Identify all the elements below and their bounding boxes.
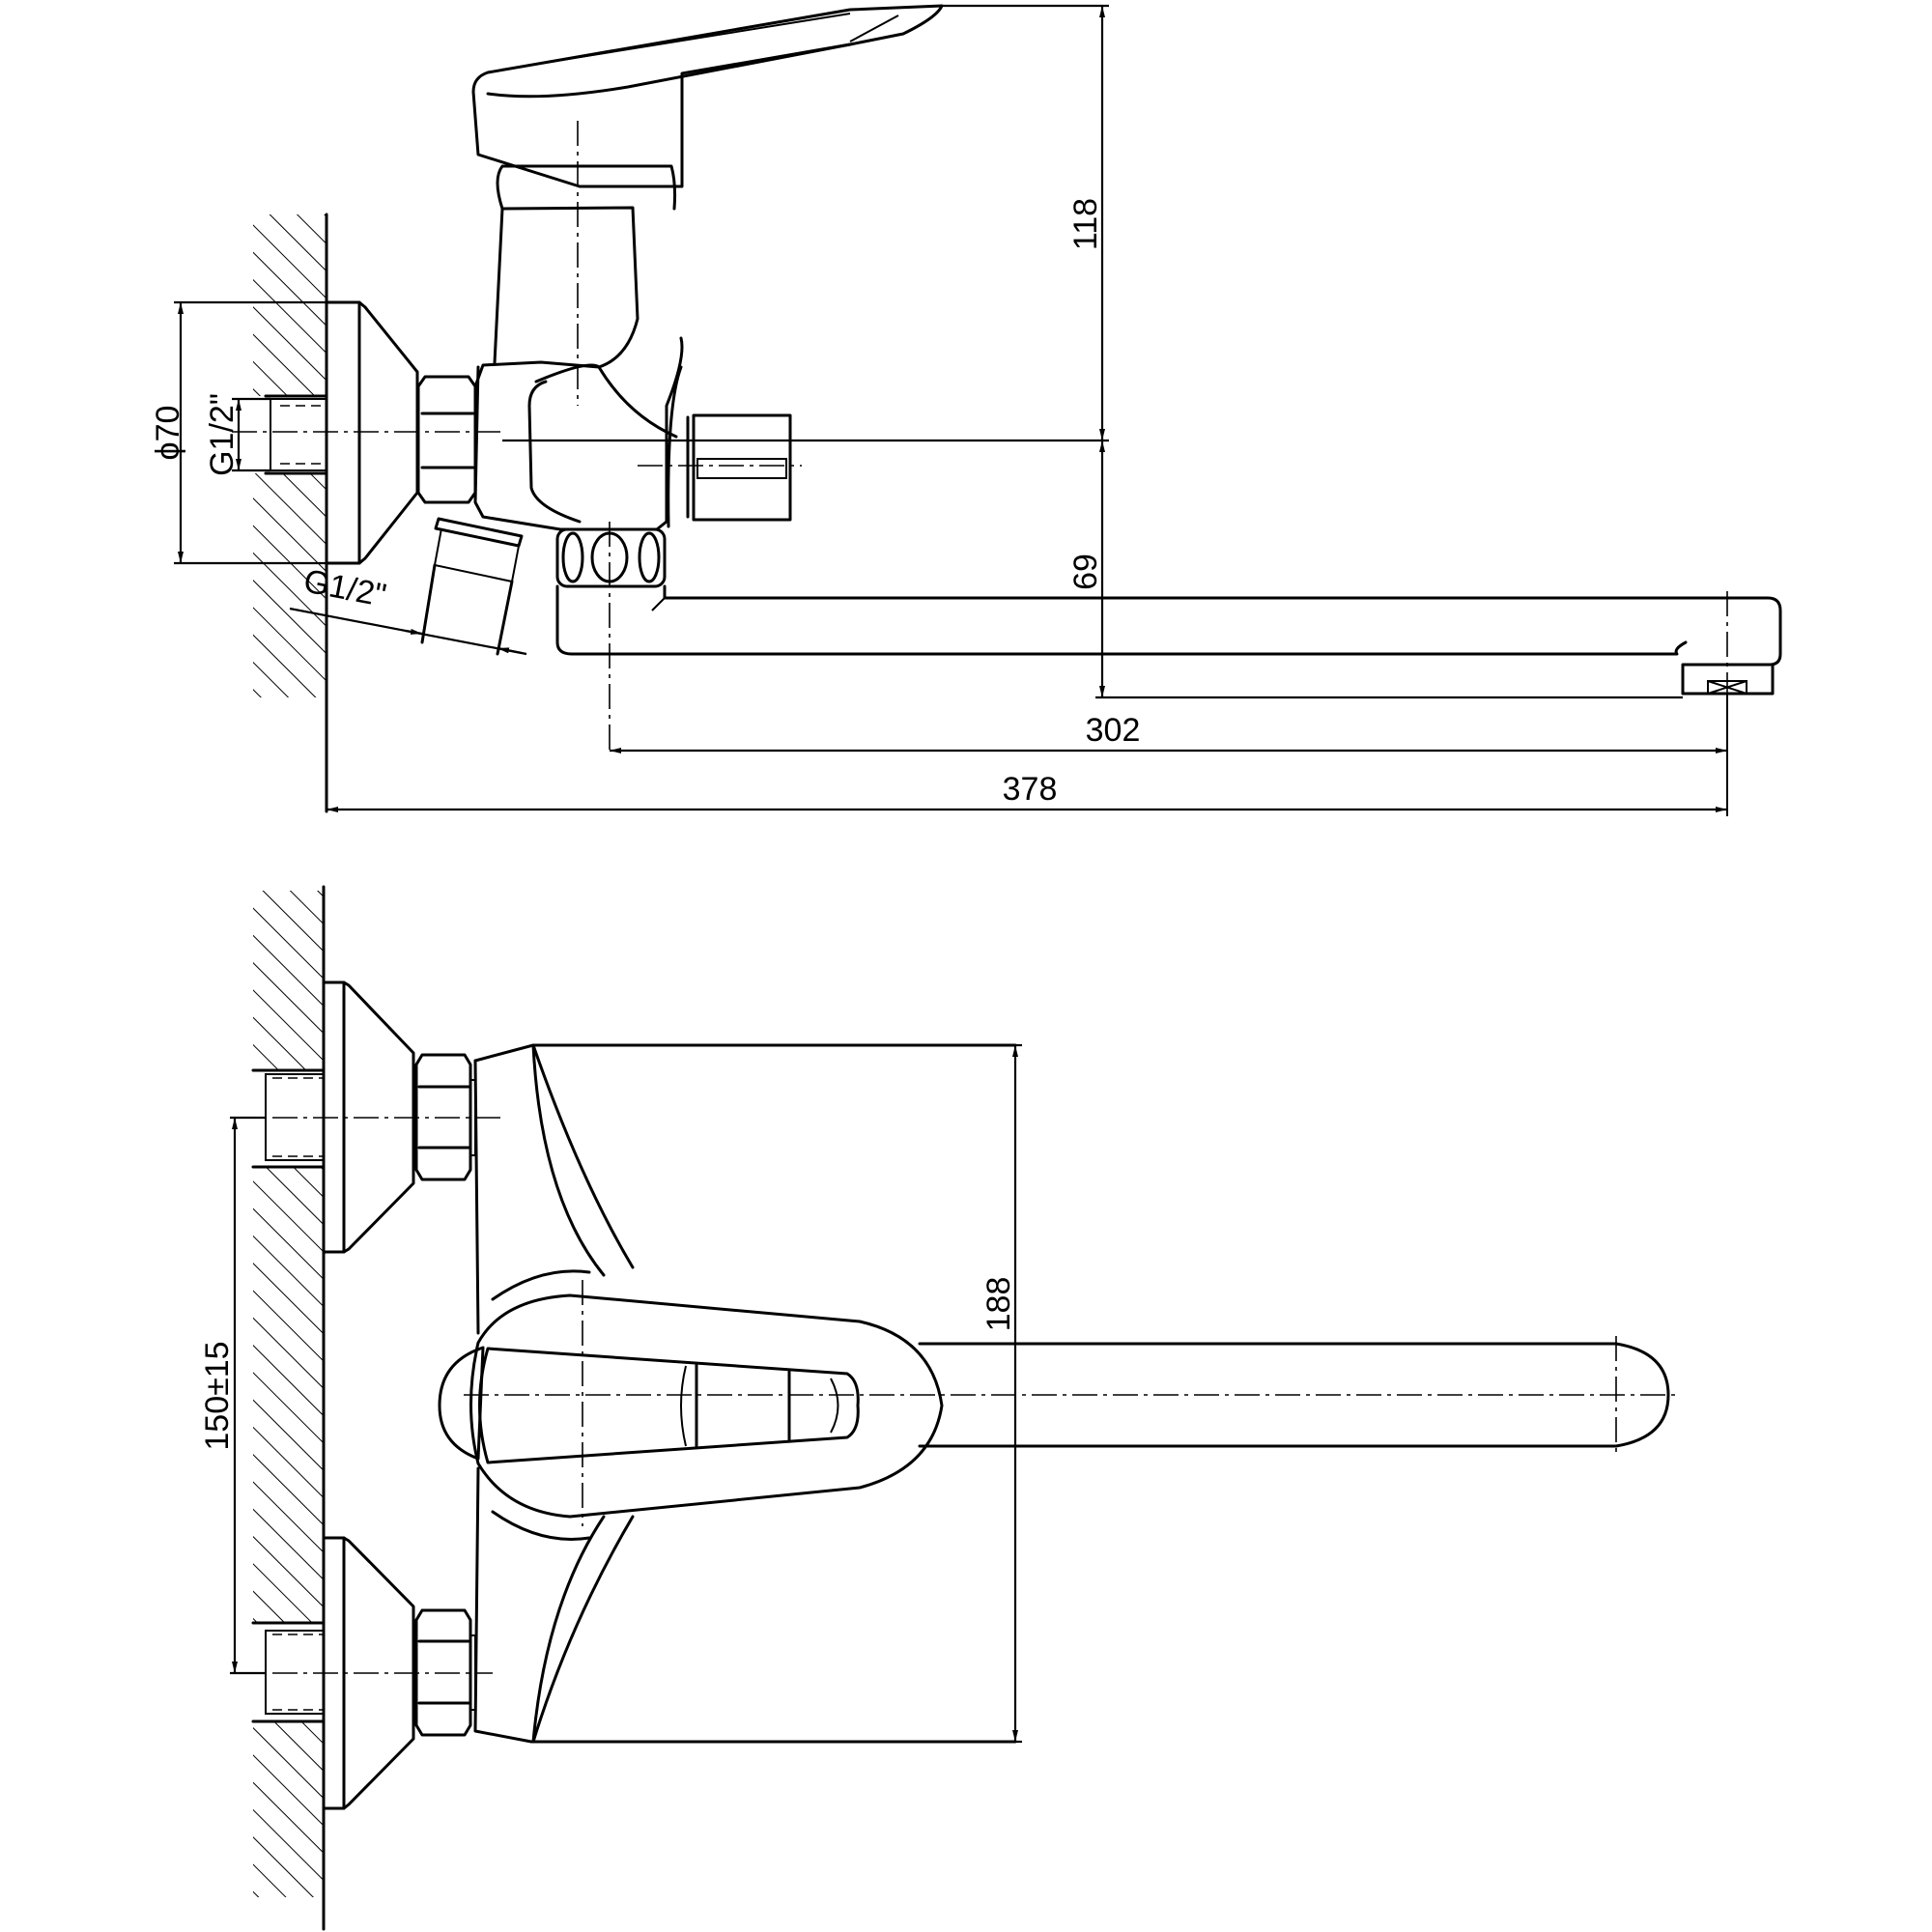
dim-label-150: 150±15 bbox=[199, 1341, 236, 1450]
wall-section bbox=[253, 213, 328, 813]
valve-body bbox=[473, 164, 684, 531]
dim-inlet-spacing: 150±15 bbox=[199, 1116, 266, 1675]
dim-escutcheon-diameter: ϕ70 bbox=[150, 300, 327, 565]
dim-drop-69: 69 bbox=[1067, 440, 1683, 699]
dim-label-188: 188 bbox=[980, 1277, 1017, 1332]
dim-label-302: 302 bbox=[1086, 712, 1141, 749]
hex-nut bbox=[416, 375, 477, 504]
dim-reach-302: 302 bbox=[610, 694, 1728, 816]
top-view: 150±15 188 bbox=[199, 885, 1676, 1931]
lever-handle bbox=[471, 4, 944, 188]
dim-label-118: 118 bbox=[1067, 198, 1104, 250]
lever-plan bbox=[438, 1280, 944, 1526]
inlet-stub bbox=[270, 398, 327, 471]
wall-section-lower bbox=[251, 885, 326, 1931]
centerlines bbox=[232, 121, 1728, 753]
diverter-coupling bbox=[686, 413, 792, 522]
dim-height-118: 118 bbox=[502, 4, 1109, 442]
dim-inlet-thread: G1/2" bbox=[204, 393, 270, 476]
dim-label-378: 378 bbox=[1003, 771, 1058, 808]
escutcheon bbox=[325, 300, 419, 565]
dim-label-phi70: ϕ70 bbox=[150, 406, 186, 461]
mixer-body-plan bbox=[473, 1043, 1017, 1744]
upper-inlet-assembly bbox=[232, 980, 502, 1254]
spout bbox=[555, 584, 1782, 696]
side-view: ϕ70 G1/2" G1/2" 118 69 bbox=[150, 4, 1782, 816]
dim-projection-378: 378 bbox=[327, 771, 1727, 812]
swivel-ring bbox=[555, 527, 667, 588]
dim-label-inlet-thread: G1/2" bbox=[204, 393, 241, 476]
spout-plan bbox=[464, 1336, 1676, 1454]
dim-label-69: 69 bbox=[1067, 554, 1104, 590]
dim-body-188: 188 bbox=[980, 1043, 1022, 1744]
angled-outlet bbox=[420, 517, 524, 656]
